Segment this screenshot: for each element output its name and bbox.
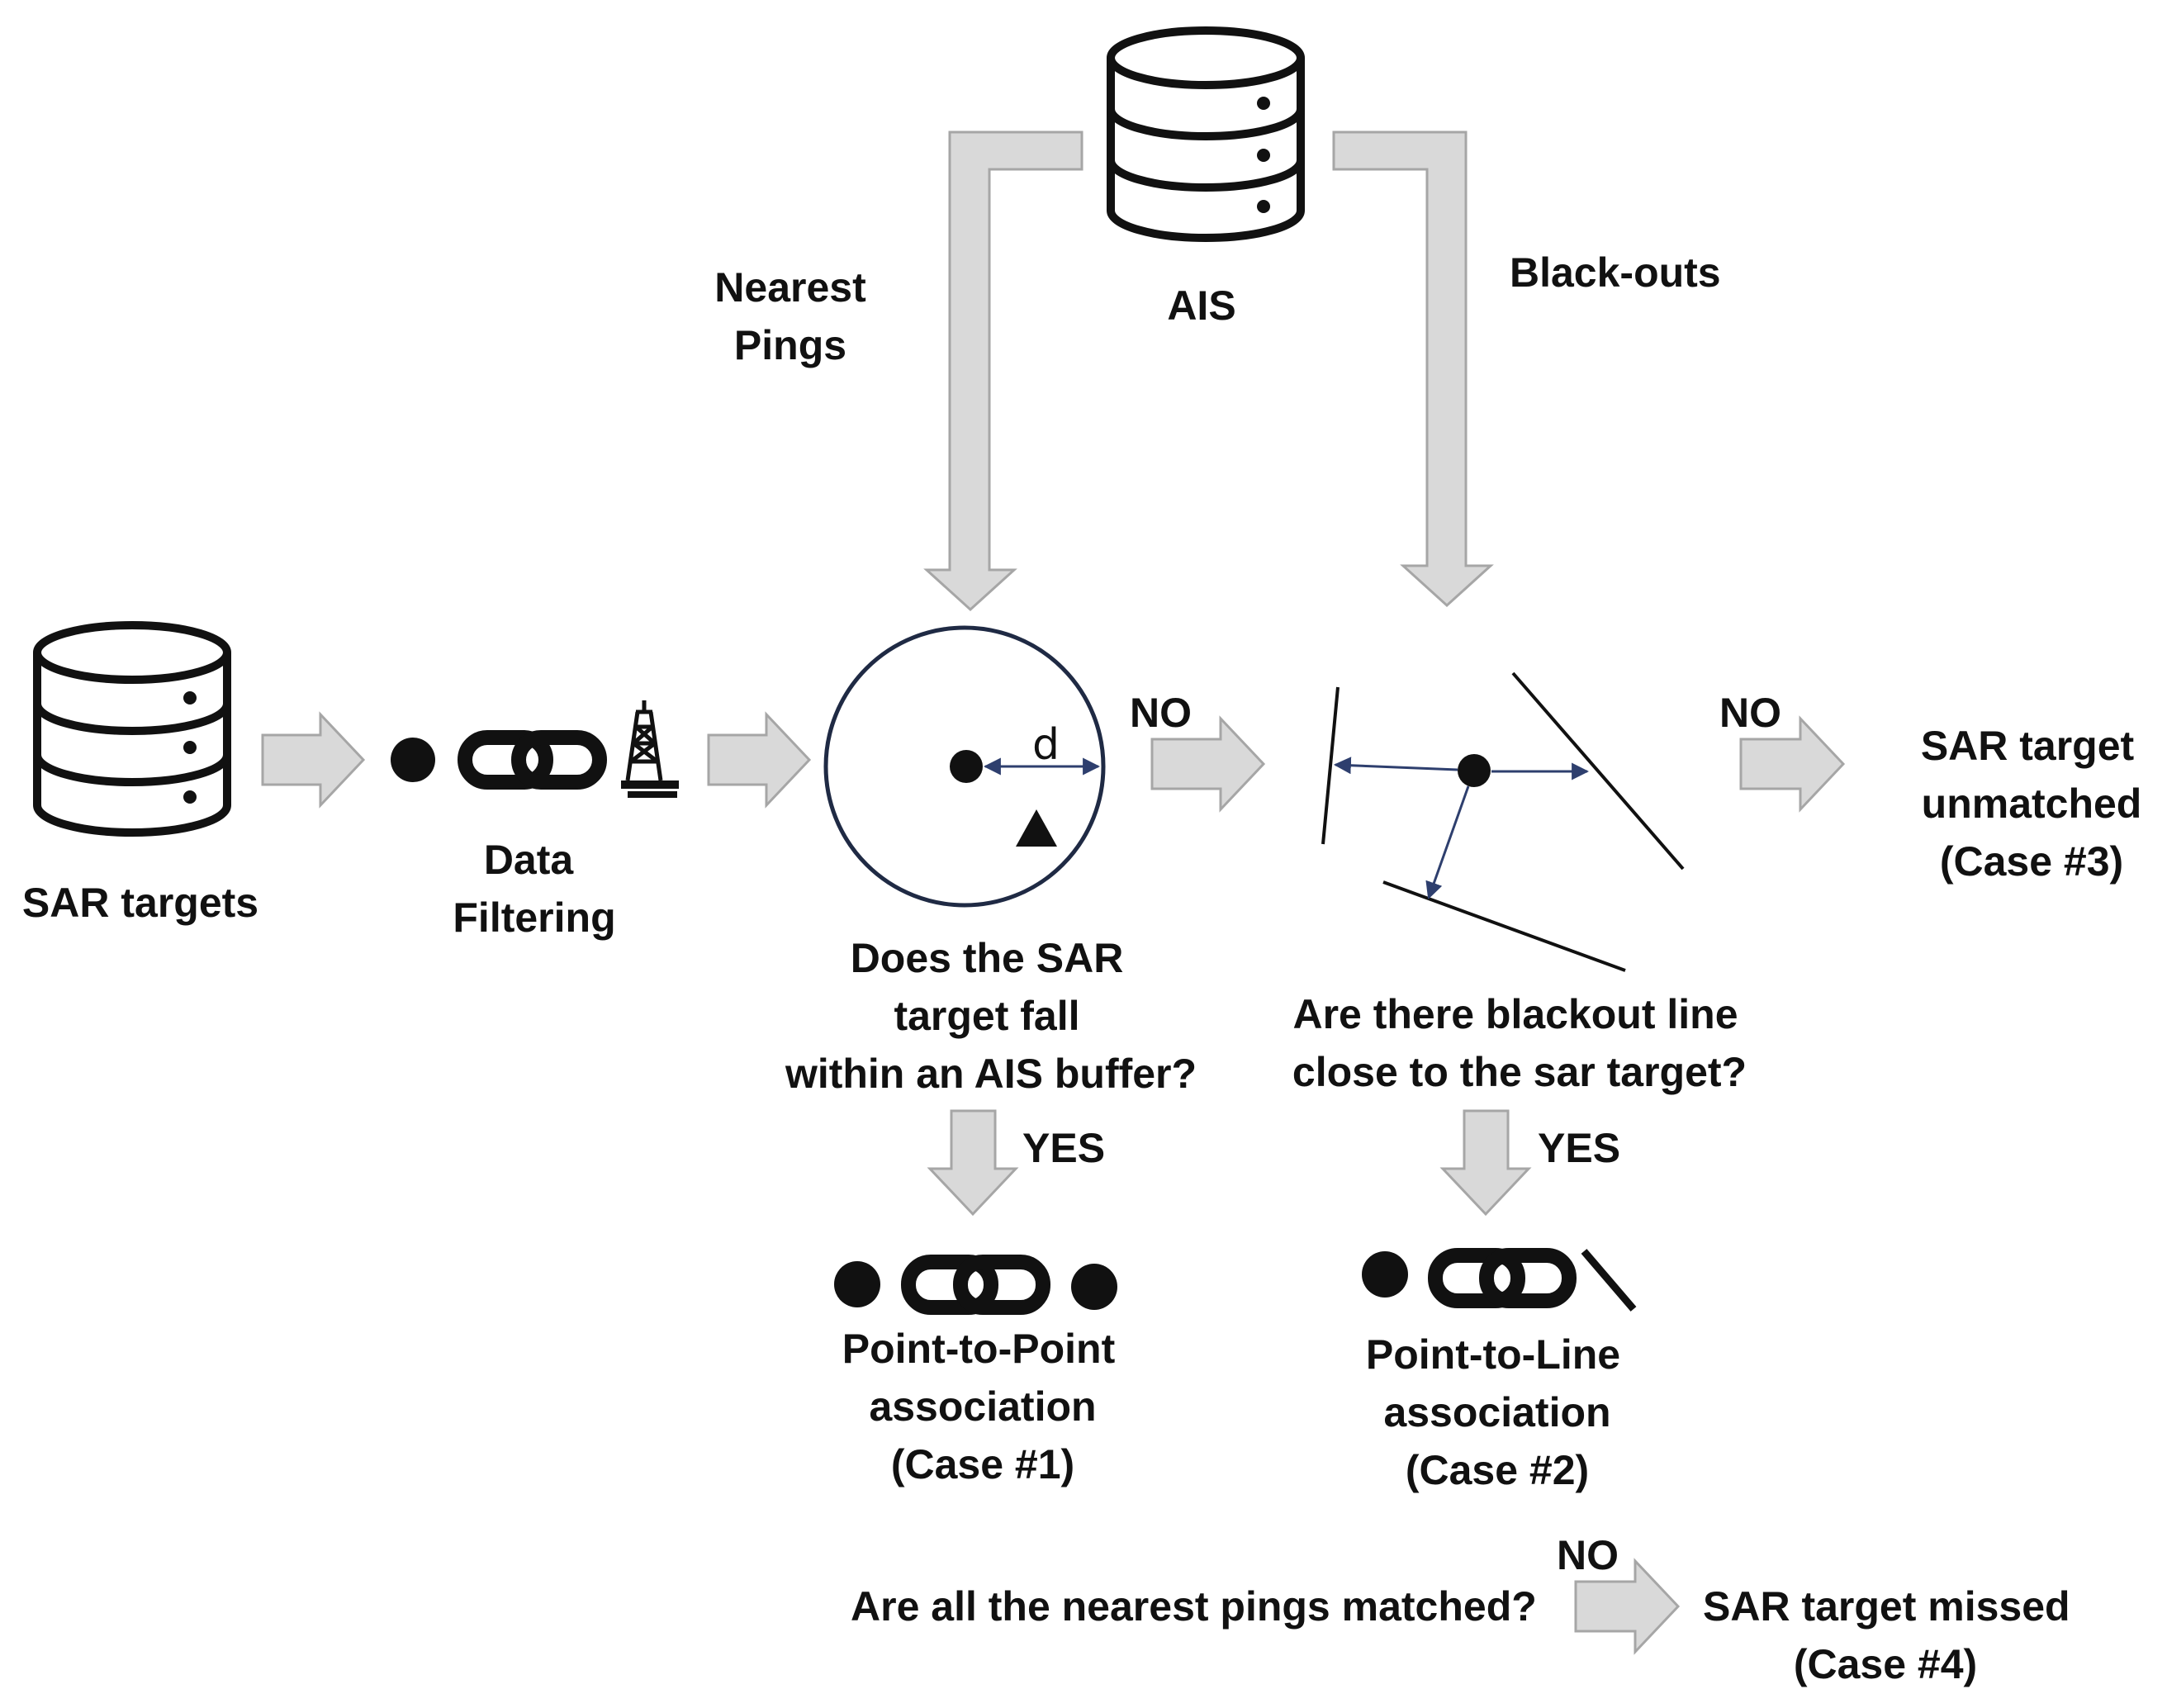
ais-label: AIS — [1167, 282, 1236, 329]
arrow-ais-nearest-pings — [923, 130, 1084, 612]
link-icon — [458, 730, 607, 790]
point-icon — [834, 1261, 880, 1307]
link-icon — [901, 1255, 1050, 1315]
case1-label-line3: (Case #1) — [890, 1441, 1075, 1487]
point-icon — [1362, 1251, 1408, 1298]
case2-label-line2: association — [1383, 1389, 1611, 1435]
ais-ping-triangle — [1016, 809, 1057, 847]
ais-database-icon — [1107, 26, 1305, 242]
sar-targets-label: SAR targets — [21, 880, 259, 926]
point-icon — [391, 738, 435, 782]
case3-label-line2: unmatched — [1921, 780, 2142, 827]
case2-label-line3: (Case #2) — [1405, 1447, 1590, 1493]
blackouts-label: Black-outs — [1510, 249, 1721, 296]
oil-rig-icon — [621, 700, 679, 798]
sar-database-icon — [33, 621, 231, 837]
distance-measure-left — [1333, 757, 1458, 775]
arrow-yes-buffer — [927, 1109, 1019, 1217]
no-label: NO — [1719, 690, 1781, 736]
case3-label-line1: SAR target — [1920, 723, 2135, 769]
blackout-question-line1: Are there blackout line — [1292, 991, 1738, 1037]
case4-label-line1: SAR target missed — [1703, 1583, 2070, 1630]
radius-label: d — [1032, 720, 1060, 770]
nearest-pings-label-line1: Nearest — [714, 264, 866, 311]
arrow-no-pings — [1574, 1558, 1681, 1655]
ais-buffer-circle — [823, 625, 1106, 908]
case1-label-line1: Point-to-Point — [842, 1326, 1116, 1372]
no-label: NO — [1130, 690, 1192, 736]
sar-target-point — [950, 750, 983, 783]
arrow-no-blackout — [1739, 715, 1846, 813]
arrow-filtering-to-buffer — [707, 711, 812, 809]
data-filtering-label-line1: Data — [483, 837, 574, 883]
blackout-line-icon — [1581, 1249, 1637, 1312]
arrow-sar-to-filtering — [261, 711, 366, 809]
yes-label: YES — [1022, 1125, 1106, 1171]
buffer-question-line3: within an AIS buffer? — [785, 1051, 1197, 1097]
arrow-yes-blackout — [1439, 1109, 1532, 1217]
link-icon — [1428, 1248, 1577, 1308]
no-label: NO — [1557, 1532, 1619, 1578]
buffer-question-line1: Does the SAR — [850, 935, 1124, 981]
distance-measure-bottom — [1425, 785, 1470, 899]
nearest-pings-label-line2: Pings — [733, 322, 847, 368]
buffer-question-line2: target fall — [894, 993, 1080, 1039]
blackout-lines — [1321, 671, 1685, 972]
blackout-question-line2: close to the sar target? — [1292, 1049, 1747, 1095]
case2-label-line1: Point-to-Line — [1365, 1331, 1621, 1378]
sar-target-point — [1458, 754, 1491, 787]
pings-question: Are all the nearest pings matched? — [851, 1583, 1537, 1630]
data-filtering-label-line2: Filtering — [453, 894, 616, 941]
arrow-no-buffer — [1150, 715, 1266, 813]
case1-label-line2: association — [869, 1383, 1097, 1430]
case3-label-line3: (Case #3) — [1939, 838, 2124, 885]
yes-label: YES — [1538, 1125, 1621, 1171]
case4-label-line2: (Case #4) — [1793, 1641, 1978, 1687]
arrow-ais-blackouts — [1332, 130, 1494, 608]
point-icon — [1071, 1264, 1117, 1310]
